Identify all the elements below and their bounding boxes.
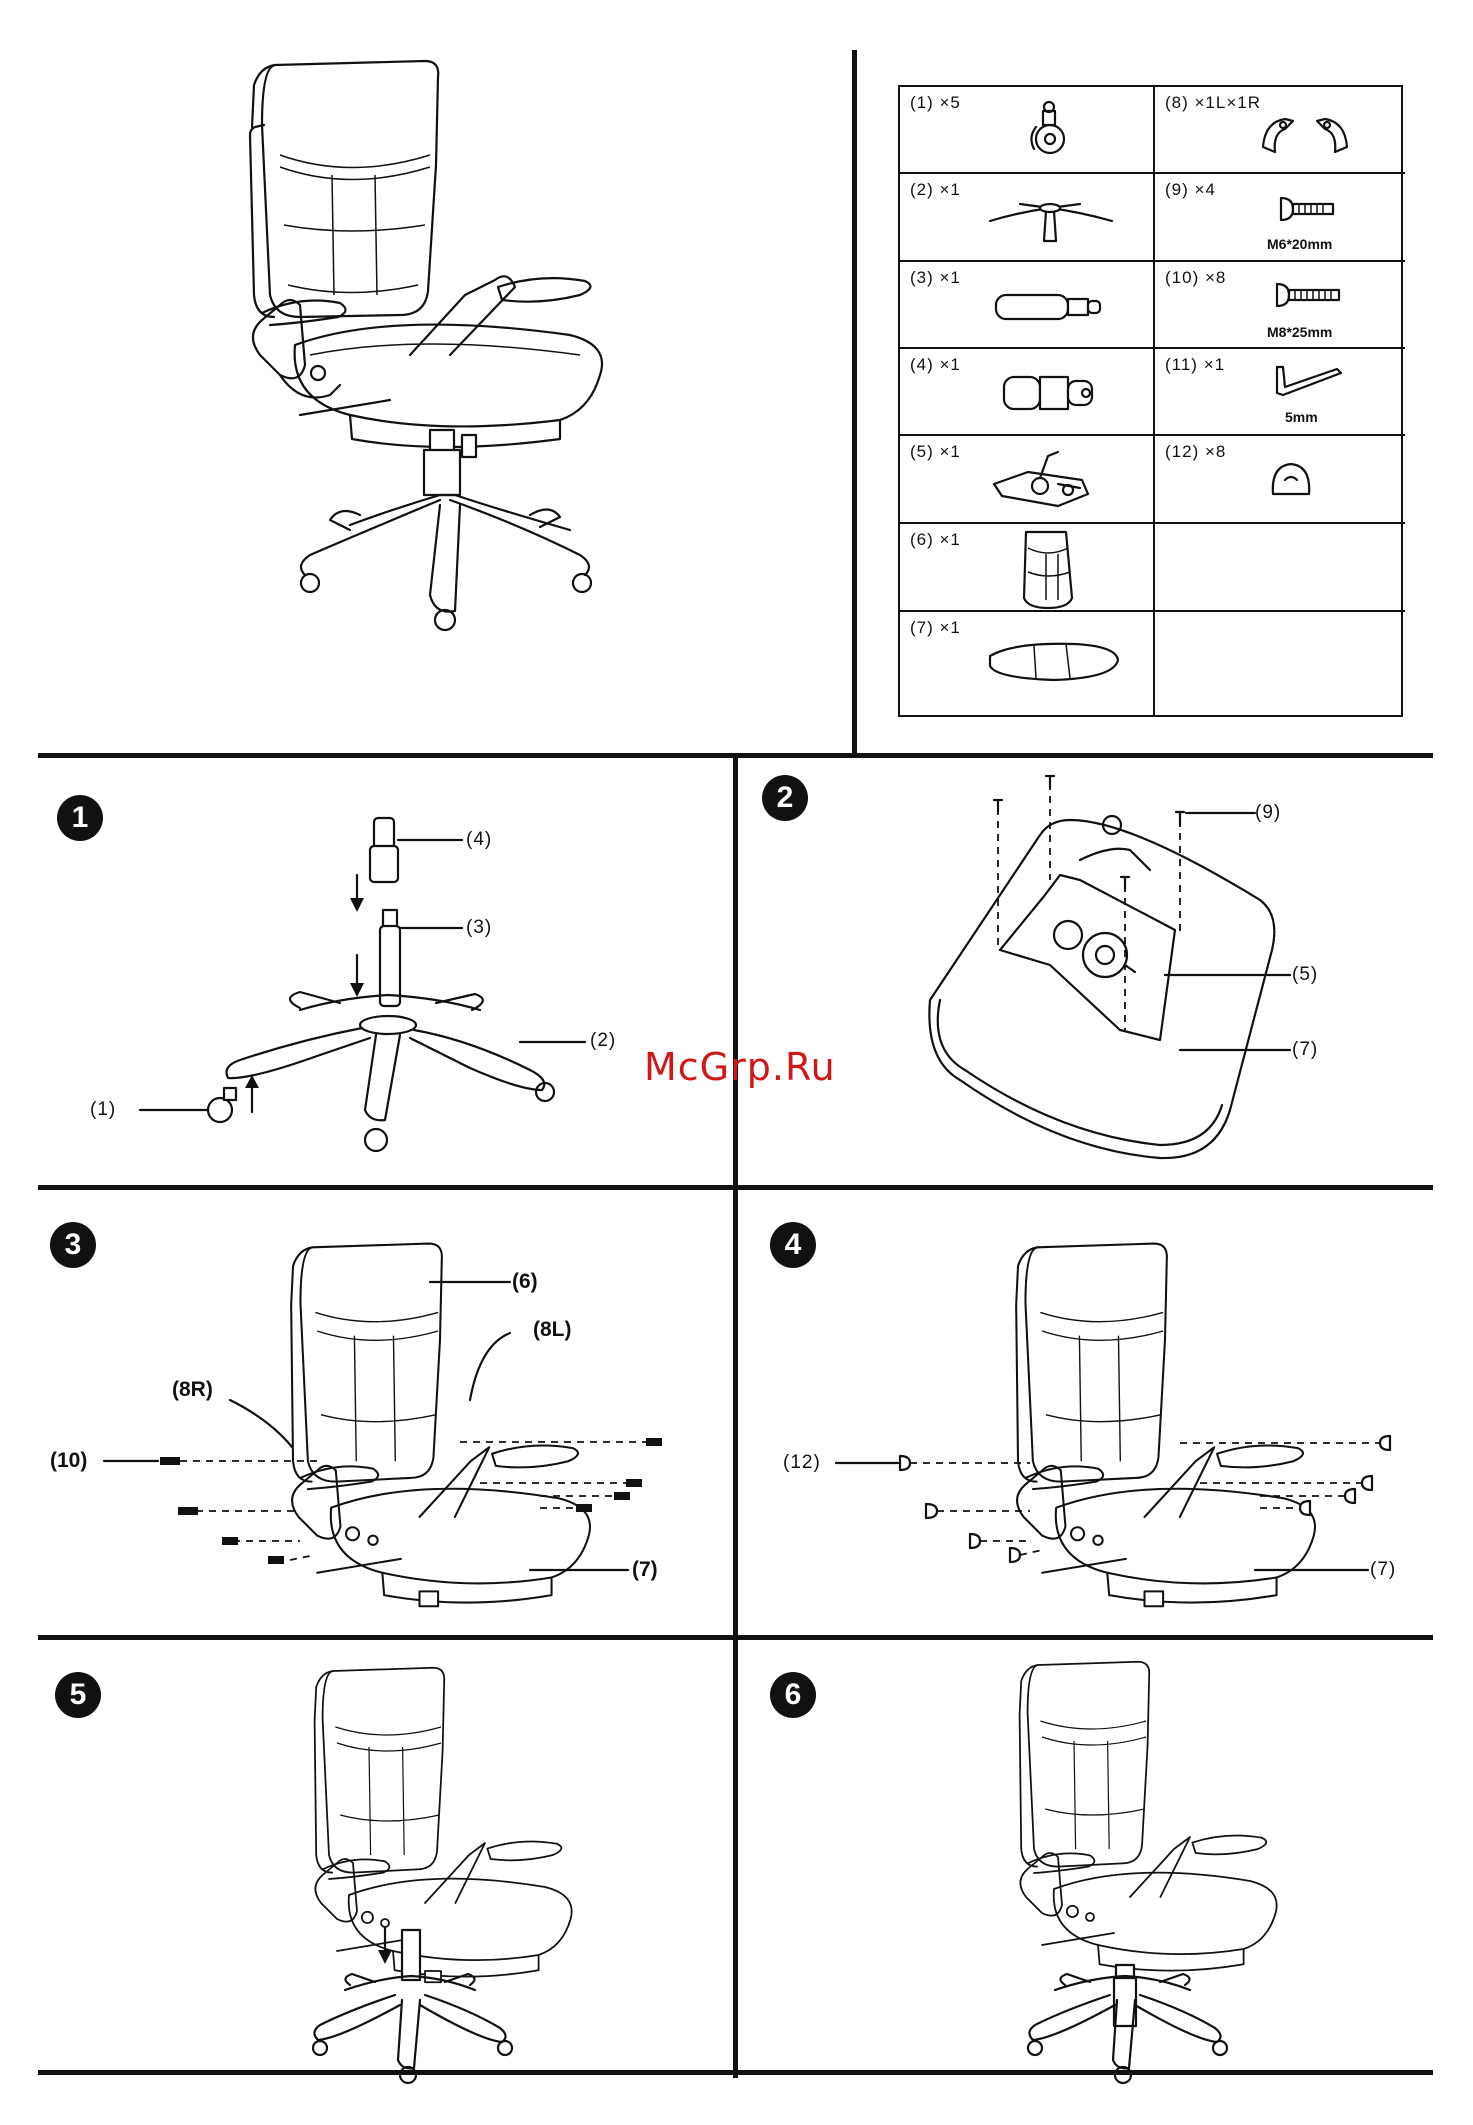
step-6-illustration — [0, 0, 1473, 2125]
